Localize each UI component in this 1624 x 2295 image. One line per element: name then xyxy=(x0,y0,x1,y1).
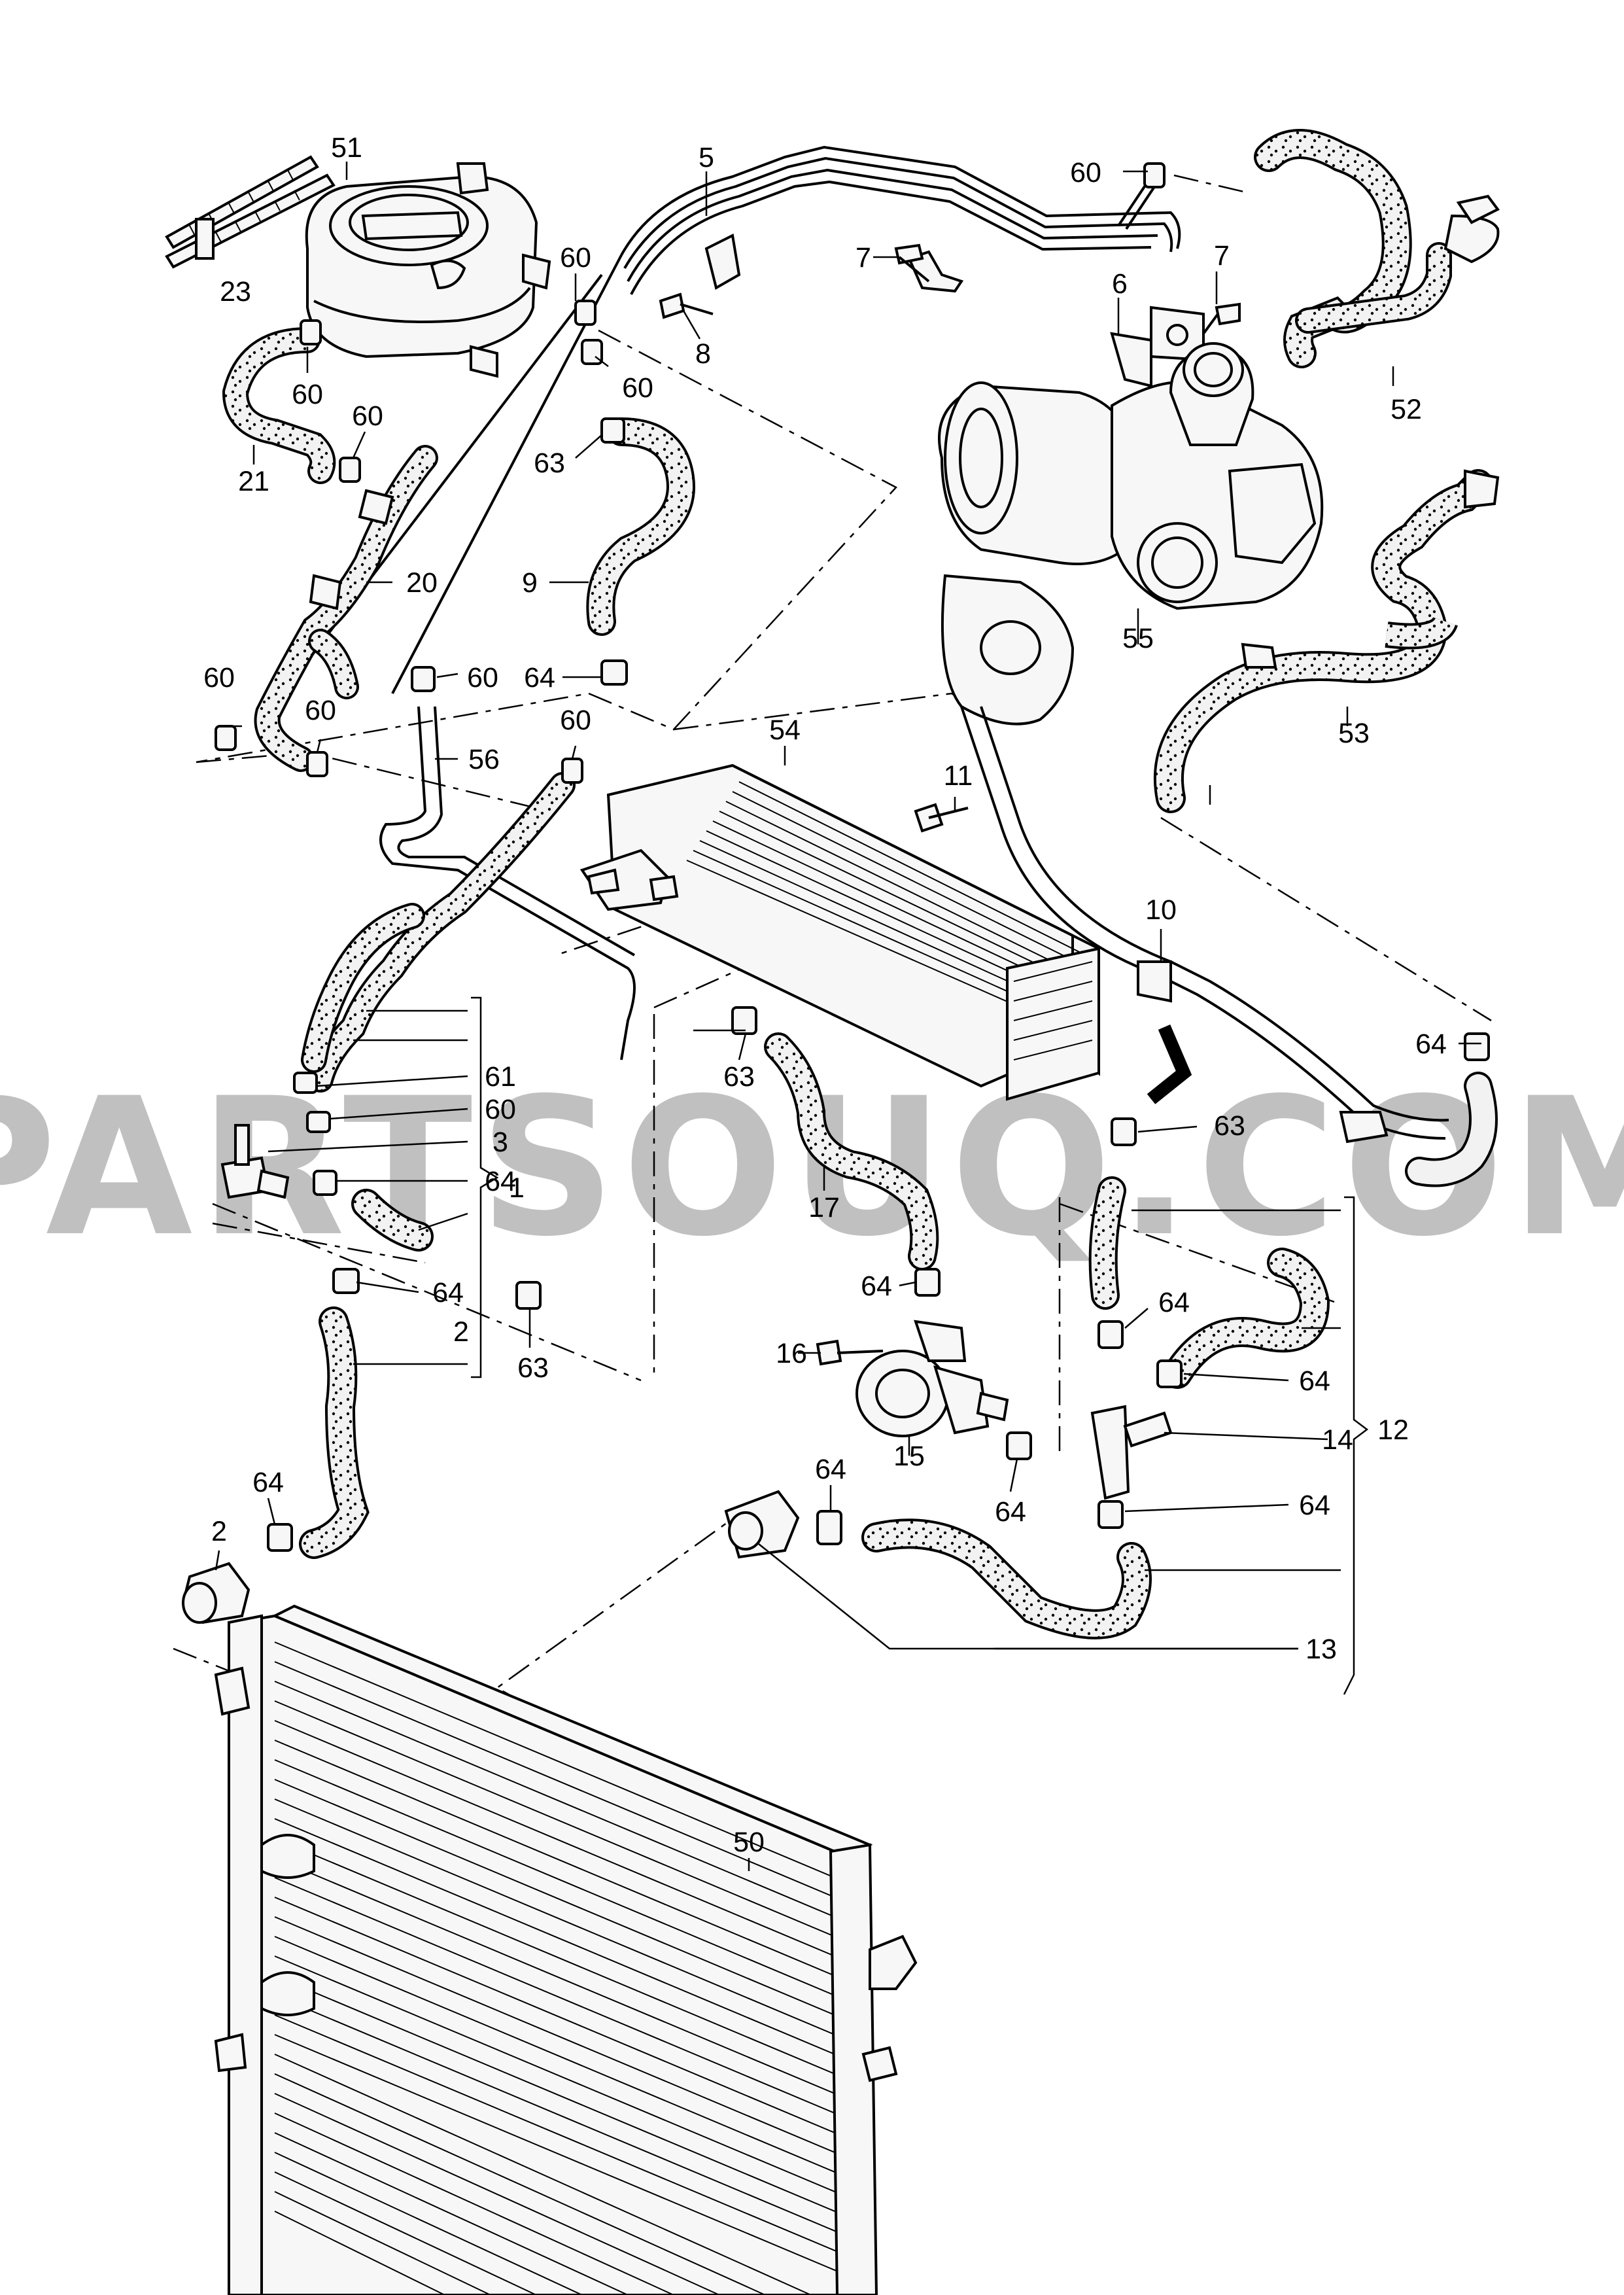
callout-1-label: 1 xyxy=(509,1172,525,1204)
callout-8: 8 xyxy=(695,338,711,370)
callout-63-cooler: 63 xyxy=(723,1061,755,1093)
callout-64-right-c: 64 xyxy=(1299,1490,1330,1521)
hose-right-short xyxy=(1405,1072,1498,1187)
hose-center-left xyxy=(301,772,576,1093)
callout-63-right: 63 xyxy=(1214,1110,1245,1142)
callout-52: 52 xyxy=(1391,394,1422,425)
callout-6: 6 xyxy=(1112,268,1128,300)
t-connector-14 xyxy=(1090,1405,1173,1500)
callout-21: 21 xyxy=(238,466,269,497)
callout-64-hose13: 64 xyxy=(815,1454,846,1485)
t-connector-3 xyxy=(220,1124,290,1199)
hose-9 xyxy=(586,417,695,636)
callout-5: 5 xyxy=(699,142,714,173)
callout-54: 54 xyxy=(769,714,801,746)
callout-53: 53 xyxy=(1338,718,1370,749)
callout-56: 56 xyxy=(468,744,500,775)
callout-60-lower: 60 xyxy=(485,1094,516,1125)
callout-7-right: 7 xyxy=(1214,240,1230,272)
hose-21 xyxy=(222,327,336,484)
callout-64-right-b: 64 xyxy=(1299,1365,1330,1397)
callout-2-upper: 2 xyxy=(453,1316,469,1348)
callout-10: 10 xyxy=(1145,894,1177,926)
hose-53 xyxy=(1153,469,1500,813)
callout-64-left-c: 64 xyxy=(252,1467,284,1498)
callout-20: 20 xyxy=(406,567,438,599)
callout-60-hose21: 60 xyxy=(352,400,383,432)
callout-23: 23 xyxy=(220,276,251,307)
hose-52 xyxy=(1254,129,1500,368)
callout-2-lower: 2 xyxy=(211,1516,227,1547)
hose-13 xyxy=(724,1490,1152,1639)
hose-clamps xyxy=(215,162,1490,1552)
callout-63-top: 63 xyxy=(534,447,565,479)
callout-12: 12 xyxy=(1377,1414,1409,1446)
coolant-expansion-tank xyxy=(305,162,551,378)
bolt-16 xyxy=(816,1339,884,1366)
oil-cooler xyxy=(579,763,1100,1101)
callout-51: 51 xyxy=(331,132,362,164)
coolant-pump-15 xyxy=(855,1320,1009,1437)
pipe-56 xyxy=(379,706,636,1060)
callout-60-upper-a: 60 xyxy=(560,242,591,273)
bolt-8 xyxy=(659,292,714,319)
bracket-6 xyxy=(1110,306,1205,388)
bolt-7-left xyxy=(894,243,930,283)
hose-17 xyxy=(764,1032,939,1270)
callout-60-mid: 60 xyxy=(467,662,498,693)
metal-pipe-10 xyxy=(960,706,1449,1144)
callout-50: 50 xyxy=(733,1827,765,1858)
callout-16: 16 xyxy=(776,1338,807,1369)
callout-9: 9 xyxy=(522,567,538,599)
callout-64-right-top: 64 xyxy=(1415,1028,1447,1060)
bolt-11 xyxy=(914,803,969,833)
bolt-7-right xyxy=(1202,302,1241,335)
callout-labels: 51 5 60 7 7 6 60 23 8 60 60 52 60 63 21 … xyxy=(203,132,1447,1858)
callout-63-bottom: 63 xyxy=(517,1352,549,1384)
callout-13: 13 xyxy=(1305,1634,1337,1665)
callout-60-left-b: 60 xyxy=(305,695,336,726)
callout-3: 3 xyxy=(492,1127,508,1158)
radiator xyxy=(214,1604,918,2295)
callout-7-left: 7 xyxy=(855,242,871,273)
callout-55: 55 xyxy=(1122,623,1154,654)
callout-64-pump-top: 64 xyxy=(861,1270,892,1302)
leader-lines xyxy=(215,162,1481,1871)
callout-60-tank: 60 xyxy=(292,379,323,410)
callout-64-left-b: 64 xyxy=(432,1277,464,1308)
callout-64-top: 64 xyxy=(524,662,555,693)
zip-ties xyxy=(165,155,336,269)
callout-60-upper-b: 60 xyxy=(622,372,653,404)
callout-11: 11 xyxy=(944,760,973,792)
callout-60-center: 60 xyxy=(560,705,591,736)
callout-14: 14 xyxy=(1322,1424,1353,1456)
callout-64-pump-right: 64 xyxy=(995,1496,1026,1528)
hose-20 xyxy=(254,445,438,772)
callout-60-left: 60 xyxy=(203,662,235,693)
hose-2 xyxy=(299,1306,370,1559)
connector-2 xyxy=(181,1562,251,1624)
callout-61-label: 61 xyxy=(485,1061,516,1093)
hose-12 xyxy=(1088,1025,1330,1389)
turbocharger xyxy=(938,342,1324,726)
callout-15: 15 xyxy=(893,1441,925,1472)
callout-17: 17 xyxy=(808,1192,840,1223)
callout-64-left-a: 64 xyxy=(485,1166,516,1197)
callout-60-top-right: 60 xyxy=(1070,157,1101,188)
callout-64-right-mid: 64 xyxy=(1158,1287,1190,1318)
hose-1-short xyxy=(351,1189,434,1252)
